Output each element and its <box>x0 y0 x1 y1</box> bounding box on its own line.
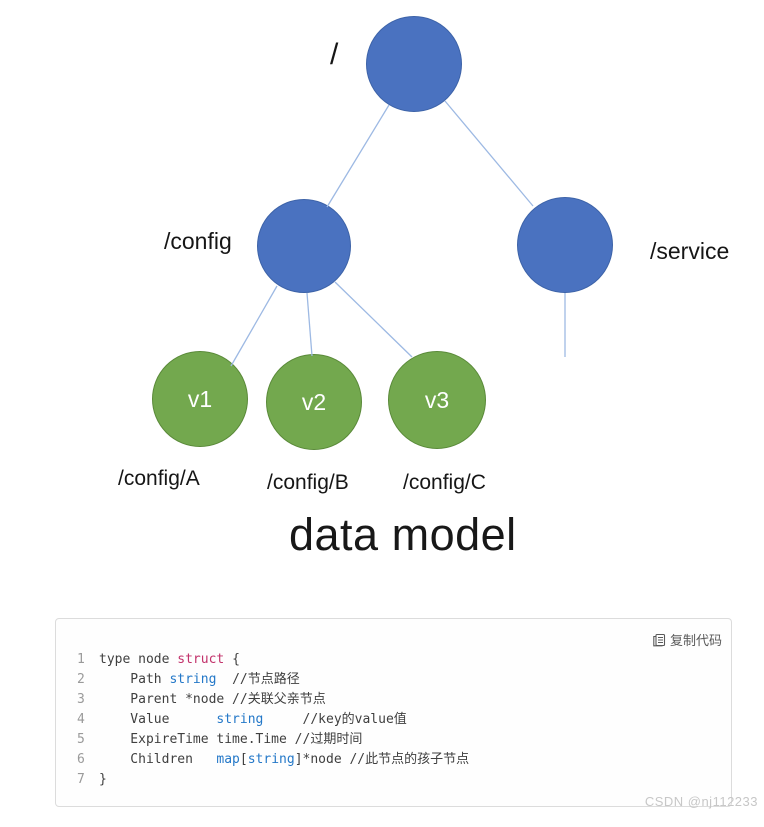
copy-code-label: 复制代码 <box>669 633 722 648</box>
code-text: Value <box>99 712 217 727</box>
line-number: 3 <box>77 692 85 707</box>
node-v3-label: v3 <box>424 386 450 413</box>
code-lines: 1 type node struct { 2 Path string //节点路径… <box>56 650 731 790</box>
code-text: Path <box>99 672 170 687</box>
code-line-5: 5 ExpireTime time.Time //过期时间 <box>56 730 731 750</box>
code-text: [ <box>239 752 248 767</box>
node-v3: v3 <box>388 351 486 449</box>
code-text: type node <box>99 652 178 667</box>
code-type: string <box>247 752 295 767</box>
code-type: string <box>216 712 264 727</box>
code-line-7: 7} <box>56 770 731 790</box>
code-keyword: struct <box>177 652 225 667</box>
node-v1: v1 <box>152 351 248 447</box>
line-number: 5 <box>77 732 85 747</box>
code-text: { <box>224 652 240 667</box>
code-line-1: 1 type node struct { <box>56 650 731 670</box>
code-type: map <box>216 752 240 767</box>
edge-config-v3 <box>334 281 413 358</box>
code-line-6: 6 Children map[string]*node //此节点的孩子节点 <box>56 750 731 770</box>
edge-root-config <box>326 104 390 208</box>
code-line-4: 4 Value string //key的value值 <box>56 710 731 730</box>
node-v1-label: v1 <box>187 385 213 412</box>
code-type: string <box>169 672 217 687</box>
tree-diagram: v1 v2 v3 / /config /service /config/A /c… <box>118 16 730 560</box>
code-text: ExpireTime time.Time //过期时间 <box>99 732 363 747</box>
code-block: 复制代码 1 type node struct { 2 Path string /… <box>55 618 732 807</box>
leaf-c-label: /config/C <box>403 471 486 494</box>
root-label: / <box>330 38 339 71</box>
line-number: 7 <box>77 772 85 787</box>
node-v2: v2 <box>266 354 362 450</box>
line-number: 1 <box>77 652 85 667</box>
watermark: CSDN @nj112233 <box>644 794 758 809</box>
config-label: /config <box>164 228 232 254</box>
code-text: Children <box>99 752 217 767</box>
code-text: } <box>99 772 107 787</box>
service-label: /service <box>650 238 730 264</box>
edge-config-v1 <box>230 285 278 367</box>
node-root <box>366 16 462 112</box>
copy-code-button[interactable]: 复制代码 <box>652 630 722 649</box>
leaf-a-label: /config/A <box>118 467 200 490</box>
node-v2-label: v2 <box>301 388 327 415</box>
code-comment: ]*node //此节点的孩子节点 <box>294 752 470 767</box>
code-line-3: 3 Parent *node //关联父亲节点 <box>56 690 731 710</box>
leaf-b-label: /config/B <box>267 471 349 494</box>
code-comment: //key的value值 <box>263 712 407 727</box>
code-text: Parent *node //关联父亲节点 <box>99 692 326 707</box>
line-number: 6 <box>77 752 85 767</box>
node-config <box>257 199 351 293</box>
copy-icon <box>652 633 666 647</box>
code-comment: //节点路径 <box>216 672 300 687</box>
line-number: 4 <box>77 712 85 727</box>
edge-config-v2 <box>306 292 313 357</box>
node-service <box>517 197 613 293</box>
diagram-title: data model <box>289 509 517 560</box>
line-number: 2 <box>77 672 85 687</box>
code-line-2: 2 Path string //节点路径 <box>56 670 731 690</box>
edge-root-service <box>444 100 534 207</box>
